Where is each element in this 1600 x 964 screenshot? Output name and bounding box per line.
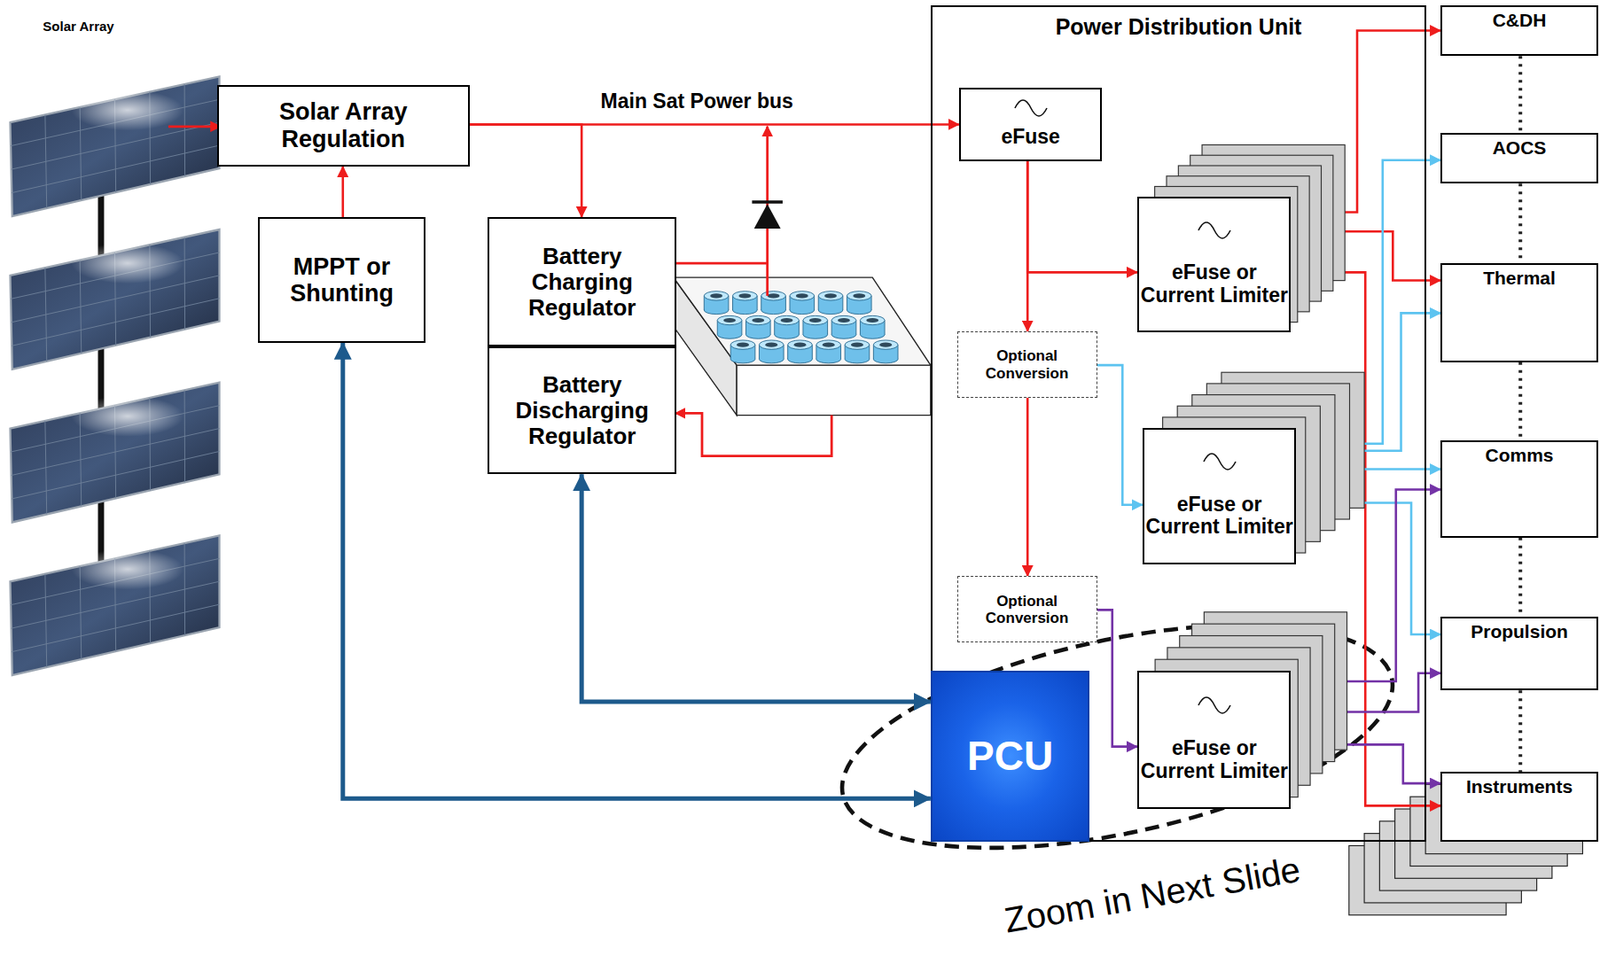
subsystem-box: Propulsion: [1440, 616, 1598, 691]
regulator-box: MPPT or Shunting: [257, 217, 426, 344]
box-label: Battery Charging Regulator: [489, 243, 675, 321]
box-label: Optional Conversion: [958, 347, 1097, 382]
box-label: PCU: [967, 733, 1054, 781]
battery-illustration: [873, 340, 898, 364]
solar-array-illustration: [10, 76, 220, 676]
dotted-link: [1518, 538, 1522, 618]
solar-array-illustration: [10, 229, 220, 370]
charge-wire: [671, 262, 767, 266]
control-unit-box: PCU: [930, 671, 1091, 842]
diode-symbol: [754, 203, 781, 229]
box-label: Comms: [1485, 444, 1554, 467]
dotted-link: [1518, 183, 1522, 264]
battery-illustration: [818, 291, 843, 315]
zoom-callout-ellipse: [822, 583, 1413, 890]
box-label: Optional Conversion: [958, 593, 1097, 627]
subsystem-box: Instruments: [1440, 772, 1598, 842]
unit-panel: Power Distribution Unit eFuse eFuse or Cur…: [930, 5, 1427, 843]
battery-illustration: [761, 291, 787, 315]
box-label: Solar Array Regulation: [218, 98, 469, 152]
sine-symbol: [1013, 100, 1049, 117]
dotted-link: [1518, 362, 1522, 442]
battery-illustration: [673, 277, 931, 415]
box-label: Propulsion: [1470, 621, 1569, 643]
dotted-link: [1518, 690, 1522, 773]
subsystem-box: Thermal: [1440, 263, 1598, 363]
power-line: [341, 166, 344, 219]
battery-illustration: [831, 315, 857, 339]
sine-symbol: [1196, 222, 1233, 239]
sine-symbol: [1201, 453, 1238, 470]
solar-array-illustration: [10, 382, 220, 523]
subsystem-box: AOCS: [1440, 132, 1598, 185]
regulator-box: Battery Charging Regulator: [487, 217, 677, 347]
box-label: eFuse or Current Limiter: [1139, 737, 1289, 784]
regulator-box: Solar Array Regulation: [217, 85, 470, 167]
sine-symbol: [1014, 100, 1047, 117]
power-line: [1097, 609, 1139, 747]
box-label: MPPT or Shunting: [259, 253, 424, 307]
battery-illustration: [774, 315, 800, 339]
battery-illustration: [816, 340, 842, 364]
box-label: eFuse or Current Limiter: [1139, 261, 1289, 308]
array-caption: Solar Array: [42, 19, 114, 35]
power-line: [1027, 161, 1138, 273]
box-label: Thermal: [1482, 267, 1556, 289]
battery-illustration: [703, 291, 729, 315]
battery-illustration: [736, 365, 931, 415]
power-line: [1026, 398, 1030, 577]
fuse-box: eFuse or Current Limiter: [1142, 428, 1296, 564]
subsystem-box: C&DH: [1440, 5, 1598, 57]
box-label: eFuse or Current Limiter: [1144, 493, 1295, 540]
diode-symbol: [751, 200, 783, 203]
sine-symbol: [1198, 697, 1231, 714]
fuse-box: eFuse or Current Limiter: [1137, 196, 1291, 333]
battery-illustration: [859, 315, 885, 339]
bus-label: Main Sat Power bus: [598, 90, 797, 114]
battery-illustration: [846, 291, 872, 315]
box-label: Battery Discharging Regulator: [489, 372, 675, 450]
power-line: [469, 124, 582, 218]
battery-illustration: [789, 291, 815, 315]
battery-illustration: [758, 340, 784, 364]
sine-symbol: [1198, 222, 1231, 239]
box-label: AOCS: [1492, 137, 1547, 159]
power-line: [343, 343, 931, 800]
diode-symbol: [751, 202, 783, 229]
battery-illustration: [730, 340, 756, 364]
conversion-box: Optional Conversion: [957, 576, 1098, 643]
battery-illustration: [717, 315, 742, 339]
battery-illustration: [745, 315, 771, 339]
box-label: Instruments: [1466, 776, 1573, 798]
box-label: Power Distribution Unit: [1055, 14, 1303, 40]
fuse-box: eFuse: [959, 87, 1102, 162]
box-label: C&DH: [1492, 9, 1547, 32]
power-arrow: [168, 124, 221, 128]
sine-symbol: [1203, 453, 1236, 470]
subsystem-box: Comms: [1440, 440, 1598, 538]
power-line: [1097, 365, 1143, 506]
battery-illustration: [673, 277, 931, 366]
battery-illustration: [733, 291, 758, 315]
dotted-link: [1518, 55, 1522, 133]
discharge-wire: [675, 413, 832, 456]
power-line: [581, 474, 931, 703]
solar-array-illustration: [10, 76, 220, 217]
solar-array-illustration: [10, 535, 220, 676]
fuse-box: eFuse or Current Limiter: [1137, 671, 1291, 809]
box-label: eFuse: [1000, 125, 1060, 149]
battery-illustration: [788, 340, 813, 364]
sine-symbol: [1196, 697, 1233, 714]
battery-illustration: [844, 340, 870, 364]
callout-note: Zoom in Next Slide: [1000, 849, 1304, 941]
conversion-box: Optional Conversion: [957, 331, 1098, 399]
battery-illustration: [803, 315, 828, 339]
regulator-box: Battery Discharging Regulator: [487, 346, 677, 475]
